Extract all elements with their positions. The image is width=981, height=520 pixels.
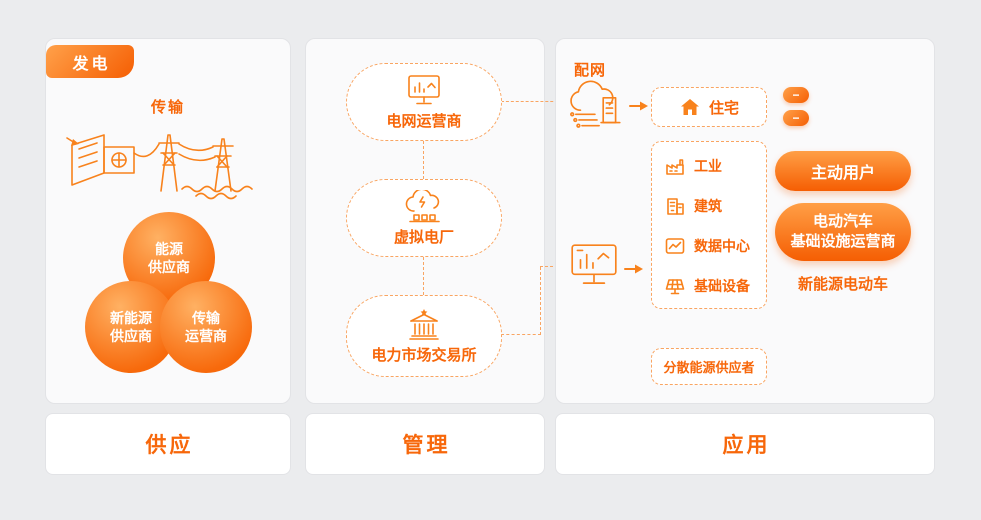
sector-building: 建筑 <box>652 186 766 226</box>
supply-panel: 发电 传输 能源 供应商 新能源 供应商 传输 运营商 <box>45 38 291 404</box>
transmission-label: 传输 <box>150 99 185 116</box>
management-footer-label: 管理 <box>305 413 545 475</box>
generation-badge: 发电 <box>46 45 134 78</box>
power-transmission-illustration <box>66 134 253 200</box>
sector-industry: 工业 <box>652 146 766 186</box>
virtual-plant-label: 虚拟电厂 <box>393 228 454 246</box>
monitor-chart-icon <box>408 74 440 104</box>
supply-footer-label: 供应 <box>45 413 291 475</box>
distribution-network-label: 配网 <box>574 62 607 79</box>
application-footer-label: 应用 <box>555 413 935 475</box>
arrow-right-icon <box>624 264 643 274</box>
residential-box: 住宅 <box>651 87 767 127</box>
power-market-exchange-node: 电力市场交易所 <box>346 295 502 377</box>
residential-label: 住宅 <box>708 99 739 117</box>
sector-data-center-label: 数据中心 <box>694 238 750 254</box>
sector-equipment-label: 基础设备 <box>694 278 750 294</box>
new-energy-ev-label: 新能源电动车 <box>797 276 888 293</box>
bank-icon <box>409 308 439 340</box>
application-panel: 配网 住宅 − − <box>555 38 935 404</box>
minus-badge-1: − <box>783 87 809 103</box>
house-icon <box>680 99 699 115</box>
sector-building-label: 建筑 <box>694 198 722 214</box>
connector-exchange-to-terminal <box>540 266 568 267</box>
grid-operator-node: 电网运营商 <box>346 63 502 141</box>
sector-data-center: 数据中心 <box>652 226 766 266</box>
management-panel: 电网运营商 虚拟电厂 <box>305 38 545 404</box>
building-icon <box>667 198 684 215</box>
minus-badge-2: − <box>783 110 809 126</box>
arrow-right-icon <box>629 101 648 111</box>
power-market-exchange-label: 电力市场交易所 <box>371 346 477 364</box>
monitor-icon <box>571 244 617 284</box>
connector-exchange-out <box>501 334 541 335</box>
factory-icon <box>666 159 684 175</box>
active-user-pill: 主动用户 <box>775 151 911 191</box>
connector-exchange-up <box>540 267 541 335</box>
connector-grid-to-virtual <box>423 141 424 179</box>
solar-panel-icon <box>665 279 685 295</box>
connector-grid-to-distribution <box>501 101 568 102</box>
grid-operator-label: 电网运营商 <box>386 112 462 130</box>
cloud-building-icon <box>570 80 621 128</box>
sector-equipment: 基础设备 <box>652 266 766 306</box>
distributed-energy-supplier-box: 分散能源供应者 <box>651 348 767 385</box>
transmission-operator-circle: 传输 运营商 <box>160 281 252 373</box>
ev-infrastructure-operator-pill: 电动汽车 基础设施运营商 <box>775 203 911 261</box>
consumer-sector-group: 工业 建筑 数据中心 <box>651 141 767 309</box>
line-chart-icon <box>665 238 685 254</box>
cloud-factory-icon <box>405 189 440 222</box>
connector-virtual-to-exchange <box>423 257 424 295</box>
sector-industry-label: 工业 <box>694 158 722 174</box>
virtual-plant-node: 虚拟电厂 <box>346 179 502 257</box>
